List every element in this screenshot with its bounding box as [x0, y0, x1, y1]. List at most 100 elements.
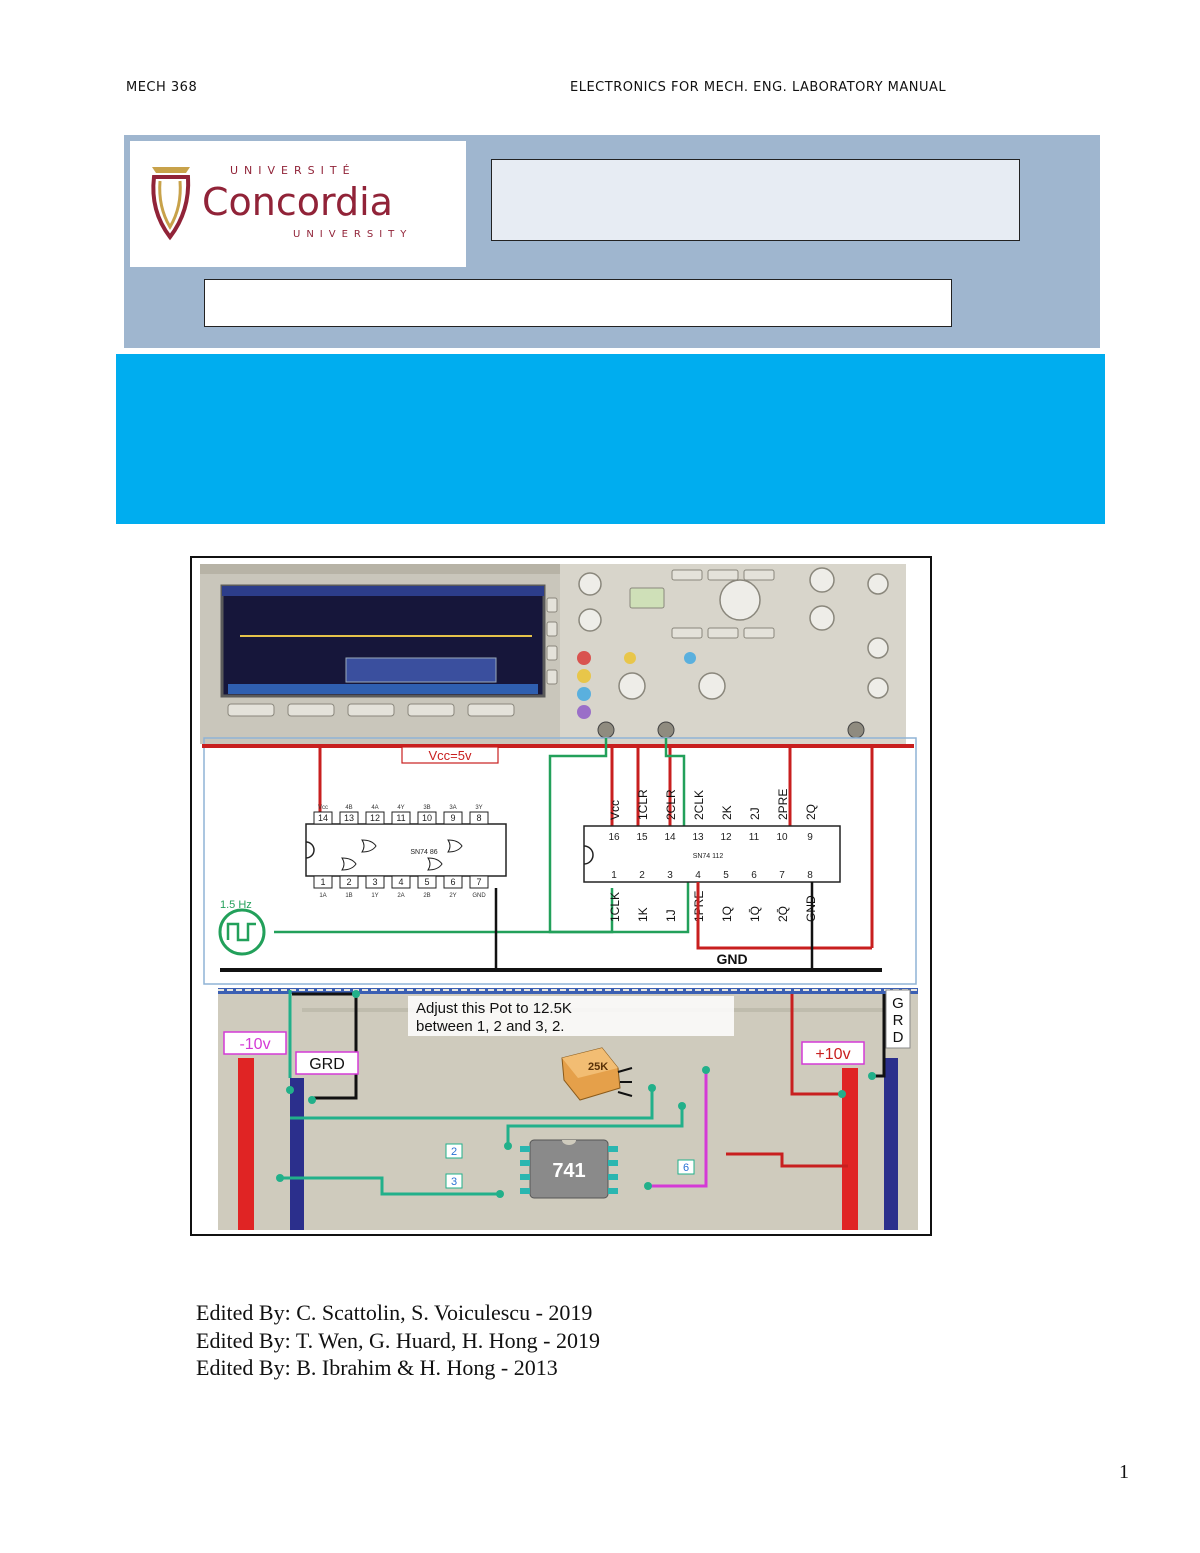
chip1-name-1a: 1A	[319, 893, 326, 899]
clock-label: 1.5 Hz	[220, 899, 252, 911]
chip2-pin-10: 10	[776, 832, 788, 843]
chip2-pin-1: 1	[611, 870, 617, 881]
chip2-pin-15: 15	[636, 832, 648, 843]
opamp-label: 741	[552, 1160, 585, 1182]
chip2-name-1j: 1J	[664, 909, 678, 922]
chip2-pin-7: 7	[779, 870, 785, 881]
chip1-pin-5: 5	[424, 877, 429, 887]
chip1-name-gnd: GND	[472, 893, 486, 899]
chip2-name-1clr: 1CLR	[636, 789, 650, 820]
pin-6-tag: 6	[683, 1162, 689, 1174]
chip1-name-4b: 4B	[345, 805, 352, 811]
chip1-pin-10: 10	[422, 813, 432, 823]
chip2-pin-16: 16	[608, 832, 620, 843]
logo-concordia: Concordia	[202, 180, 393, 224]
gnd-rail-right	[884, 1058, 898, 1230]
chip2-pin-14: 14	[664, 832, 676, 843]
chip2-name-2pre: 2PRE	[776, 789, 790, 820]
pin-2-tag: 2	[451, 1146, 457, 1158]
chip1-pin-13: 13	[344, 813, 354, 823]
grd-right-r: R	[893, 1012, 904, 1029]
chip1-name-3y: 3Y	[475, 805, 482, 811]
chip1-pin-9: 9	[450, 813, 455, 823]
chip1-pin-1: 1	[320, 877, 325, 887]
concordia-logo-graphic: UNIVERSITÉ Concordia UNIVERSITY	[151, 164, 412, 241]
chip2-pin-4: 4	[695, 870, 701, 881]
chip1-name-4a: 4A	[371, 805, 378, 811]
chip2-pin-8: 8	[807, 870, 813, 881]
page-number: 1	[1119, 1461, 1129, 1483]
chip2-pin-2: 2	[639, 870, 645, 881]
logo-universite: UNIVERSITÉ	[230, 164, 356, 177]
chip1-pin-2: 2	[346, 877, 351, 887]
chip2-pin-13: 13	[692, 832, 704, 843]
chip2-name-vcc: Vcc	[608, 800, 622, 820]
header-course-code: MECH 368	[126, 80, 198, 95]
schematic-frame	[203, 737, 917, 985]
potentiometer: 25K	[561, 1047, 633, 1101]
oscilloscope	[200, 564, 906, 744]
lab-setup-illustration: Vcc=5v SN74 86	[200, 564, 918, 1230]
chip1-pin-12: 12	[370, 813, 380, 823]
chip2-name-2j: 2J	[748, 807, 762, 820]
opamp-741: 741	[520, 1139, 618, 1199]
grd-right-d: D	[893, 1029, 904, 1046]
chip1-name-1b: 1B	[345, 893, 352, 899]
chip1-pin-3: 3	[372, 877, 377, 887]
chip2-name-2k: 2K	[720, 805, 734, 820]
chip2-pin-12: 12	[720, 832, 732, 843]
editor-line-1: Edited By: C. Scattolin, S. Voiculescu -…	[196, 1300, 593, 1325]
pin-3-tag: 3	[451, 1176, 457, 1188]
clock-source: 1.5 Hz	[218, 899, 266, 956]
chip1-name-2a: 2A	[397, 893, 404, 899]
chip2-pin-3: 3	[667, 870, 673, 881]
crest-shield	[151, 175, 191, 241]
chip1-pin-4: 4	[398, 877, 403, 887]
grd-label-left: GRD	[309, 1056, 345, 1073]
chip1-name-2b: 2B	[423, 893, 430, 899]
chip1-name-3a: 3A	[449, 805, 456, 811]
pot-instruction-line2: between 1, 2 and 3, 2.	[416, 1018, 564, 1035]
logo-university: UNIVERSITY	[293, 229, 412, 240]
course-title-box	[491, 159, 1020, 241]
experiment-title-band	[116, 354, 1105, 524]
gnd-rail-left	[290, 1078, 304, 1230]
chip2-name-2clr: 2CLR	[664, 789, 678, 820]
chip1-pin-11: 11	[396, 813, 405, 823]
vcc-label: Vcc=5v	[429, 748, 472, 763]
chip-sn74112: SN74 112 16 15 14 13 12 11 10 9 1 2 3 4 …	[583, 789, 841, 922]
chip2-pin-9: 9	[807, 832, 813, 843]
chip2-pin-11: 11	[749, 832, 760, 843]
chip1-pin-14: 14	[318, 813, 328, 823]
chip2-name-2clk: 2CLK	[692, 790, 706, 820]
lab-title-box	[204, 279, 952, 327]
chip2-name-2q: 2Q	[804, 804, 818, 820]
crest-inner	[158, 180, 182, 230]
chip2-name-1qbar: 1Q̄	[748, 906, 762, 922]
chip1-pin-7: 7	[476, 877, 481, 887]
neg-supply-label: -10v	[239, 1036, 270, 1053]
chip2-name-1k: 1K	[636, 907, 650, 922]
pot-instruction-line1: Adjust this Pot to 12.5K	[416, 1000, 572, 1017]
crest-top	[152, 167, 190, 173]
gnd-label: GND	[716, 951, 747, 967]
chip2-pin-5: 5	[723, 870, 729, 881]
chip1-name-1y: 1Y	[371, 893, 378, 899]
header-manual-title: ELECTRONICS FOR MECH. ENG. LABORATORY MA…	[570, 80, 947, 95]
channel-buttons	[577, 651, 696, 719]
chip2-pin-6: 6	[751, 870, 757, 881]
pot-label: 25K	[588, 1061, 608, 1073]
chip1-name: SN74 86	[410, 849, 437, 856]
chip-sn7486: SN74 86 14 13 12 11 10	[305, 805, 507, 899]
university-logo: UNIVERSITÉ Concordia UNIVERSITY	[130, 141, 466, 267]
chip1-pin-6: 6	[450, 877, 455, 887]
neg-rail	[238, 1058, 254, 1230]
chip1-pin-8: 8	[476, 813, 481, 823]
chip1-name-2y: 2Y	[449, 893, 456, 899]
chip2-name-2qbar: 2Q̄	[776, 906, 790, 922]
editor-line-3: Edited By: B. Ibrahim & H. Hong - 2013	[196, 1355, 558, 1380]
breadboard: Adjust this Pot to 12.5K between 1, 2 an…	[218, 988, 918, 1230]
pos-supply-label: +10v	[815, 1046, 850, 1063]
chip1-name-3b: 3B	[423, 805, 430, 811]
editor-line-2: Edited By: T. Wen, G. Huard, H. Hong - 2…	[196, 1328, 600, 1353]
